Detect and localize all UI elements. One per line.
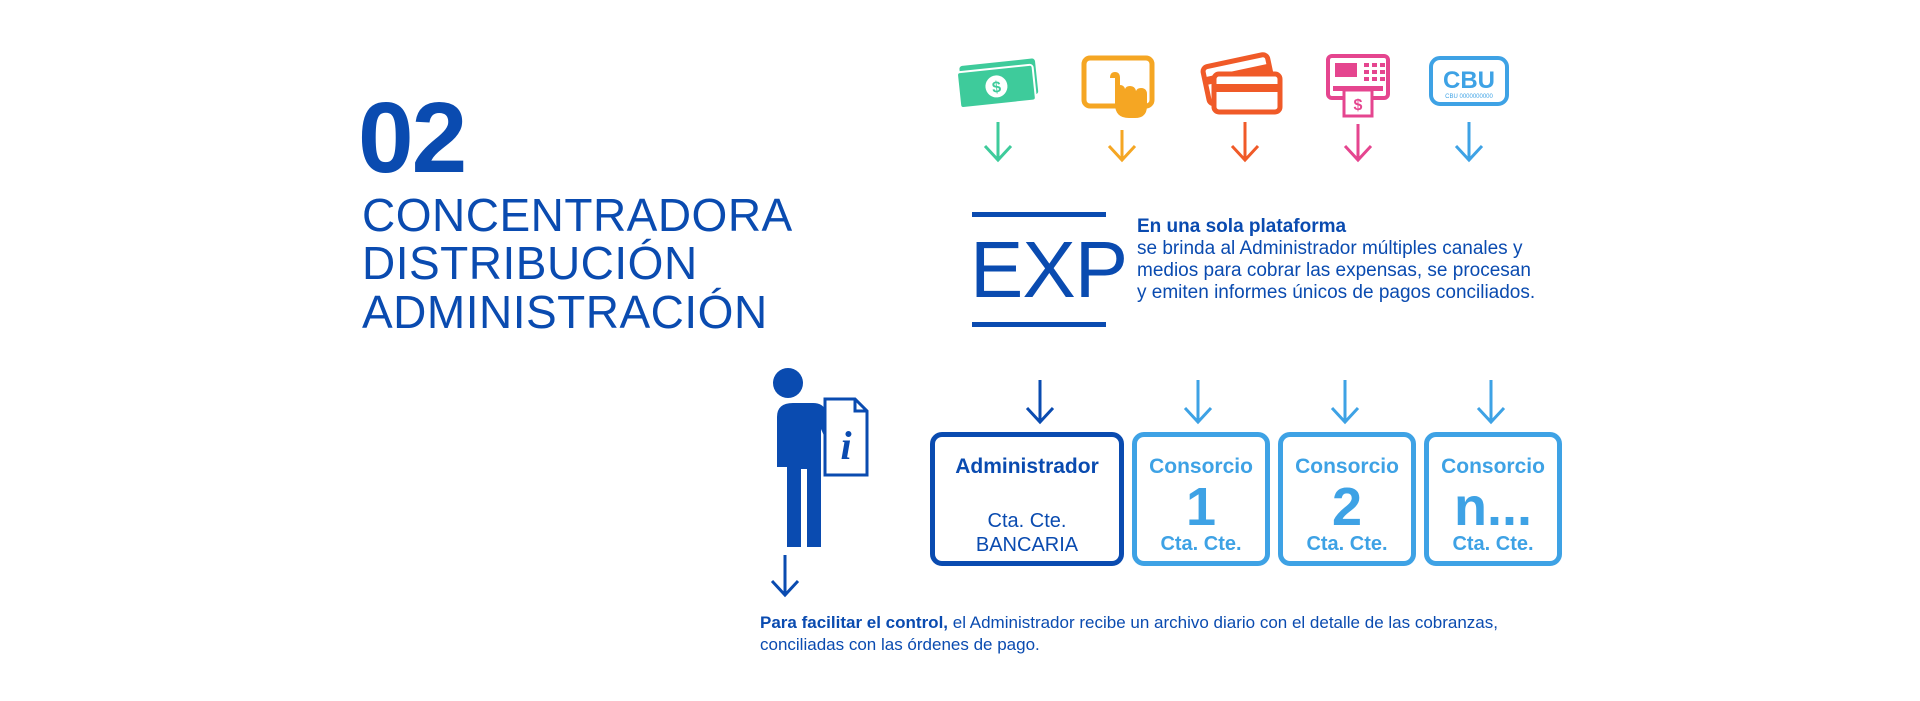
cbu-label: CBU [1443, 67, 1495, 94]
consorcio-2-box: Consorcio 2 Cta. Cte. [1278, 432, 1416, 566]
consorcio-1-box: Consorcio 1 Cta. Cte. [1132, 432, 1270, 566]
consorcio-1-account: Cta. Cte. [1160, 533, 1242, 555]
consorcio-2-title: Consorcio [1295, 455, 1399, 478]
svg-text:i: i [840, 423, 851, 468]
footer-description: Para facilitar el control, el Administra… [760, 612, 1580, 656]
person-with-document-icon: i [763, 368, 869, 598]
consorcio-1-number: 1 [1185, 477, 1217, 537]
consorcio-2-arrow-icon [1330, 380, 1360, 425]
exp-top-rule [972, 212, 1106, 217]
atm-icon: $ [1326, 54, 1390, 163]
consorcio-n-title: Consorcio [1441, 455, 1545, 478]
cards-channel [1200, 52, 1290, 172]
cash-channel: $ [955, 52, 1045, 172]
exp-logo-text: EXP [970, 225, 1128, 314]
consorcio-n-account: Cta. Cte. [1452, 533, 1534, 555]
exp-lead: En una sola plataforma [1137, 216, 1347, 237]
atm-channel: $ [1320, 52, 1410, 172]
admin-arrow-icon [1025, 380, 1055, 425]
heading-concentradora: CONCENTRADORA [362, 189, 793, 241]
tablet-channel [1077, 52, 1167, 172]
exp-logo: EXP [970, 212, 1128, 330]
administrador-account-line1: Cta. Cte. [987, 510, 1067, 532]
consorcio-2-account: Cta. Cte. [1306, 533, 1388, 555]
heading-administracion: ADMINISTRACIÓN [362, 286, 768, 338]
svg-text:$: $ [991, 79, 1002, 97]
svg-text:$: $ [1354, 97, 1363, 114]
credit-cards-icon [1200, 52, 1283, 163]
exp-bottom-rule [972, 322, 1106, 327]
exp-body: se brinda al Administrador múltiples can… [1137, 238, 1536, 303]
footer-body: el Administrador recibe un archivo diari… [760, 613, 1498, 654]
consorcio-2-number: 2 [1331, 477, 1363, 537]
administrador-title: Administrador [955, 455, 1099, 478]
cash-icon: $ [956, 58, 1039, 163]
administrador-account-line2: BANCARIA [975, 534, 1079, 556]
cbu-icon: CBU CBU 0000000000 [1429, 56, 1509, 163]
section-number: 02 [358, 82, 467, 194]
heading-distribucion: DISTRIBUCIÓN [362, 237, 698, 289]
footer-lead: Para facilitar el control, [760, 613, 949, 632]
consorcio-n-box: Consorcio n... Cta. Cte. [1424, 432, 1562, 566]
administrador-box: Administrador Cta. Cte. BANCARIA [930, 432, 1124, 566]
cbu-sublabel: CBU 0000000000 [1445, 94, 1493, 100]
touch-tablet-icon [1081, 55, 1155, 163]
consorcio-n-number: n... [1454, 477, 1532, 537]
exp-description: En una sola plataforma se brinda al Admi… [1137, 216, 1537, 304]
consorcio-1-title: Consorcio [1149, 455, 1253, 478]
consorcio-n-arrow-icon [1476, 380, 1506, 425]
consorcio-1-arrow-icon [1183, 380, 1213, 425]
cbu-channel: CBU CBU 0000000000 [1427, 52, 1517, 172]
